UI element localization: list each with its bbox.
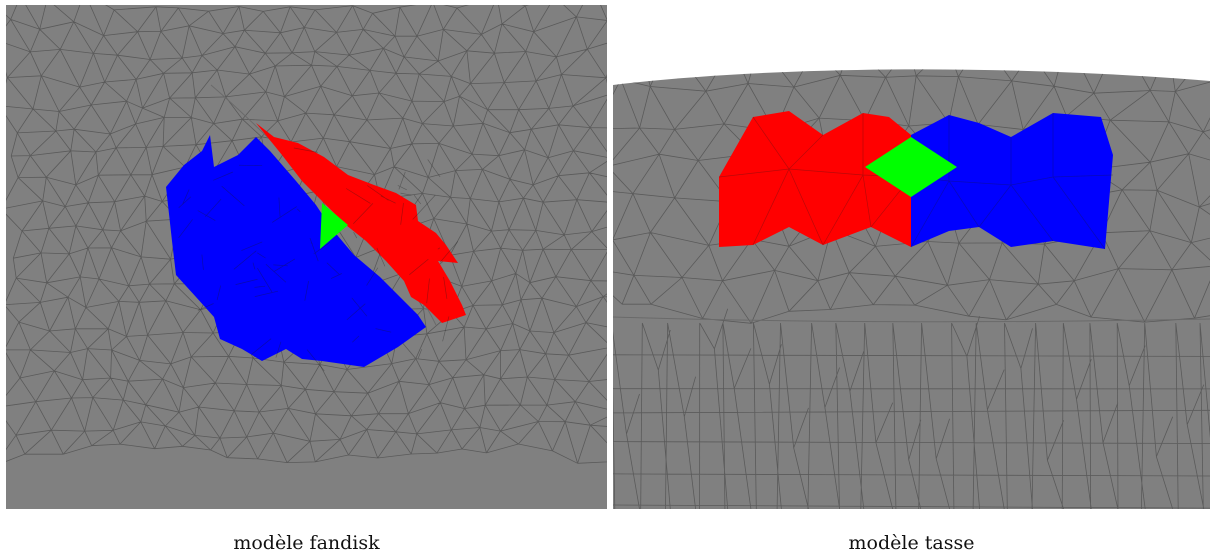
- tasse-caption: modèle tasse: [848, 532, 975, 554]
- fandisk-red-region: [256, 123, 466, 323]
- tasse-mesh-render: [613, 5, 1210, 509]
- fandisk-region-edges: [178, 147, 459, 372]
- tasse-region-edges: [718, 113, 1114, 250]
- fandisk-green-face: [320, 203, 348, 249]
- mesh-edges: [6, 5, 607, 464]
- fandisk-caption: modèle fandisk: [233, 532, 380, 554]
- mesh-edges: [613, 308, 1210, 509]
- tasse-blue-region: [911, 113, 1113, 249]
- tasse-band-line: [613, 316, 1210, 323]
- region-internal-edges: [178, 147, 459, 372]
- tasse-wireframe: [613, 69, 1210, 509]
- fandisk-mesh-svg: [6, 5, 607, 509]
- fandisk-blue-region: [166, 135, 426, 367]
- fandisk-wireframe: [6, 5, 607, 464]
- tasse-green-face: [865, 137, 957, 197]
- tasse-red-region: [719, 111, 911, 247]
- fandisk-mesh-render: [6, 5, 607, 509]
- tasse-mesh-svg: [613, 5, 1210, 509]
